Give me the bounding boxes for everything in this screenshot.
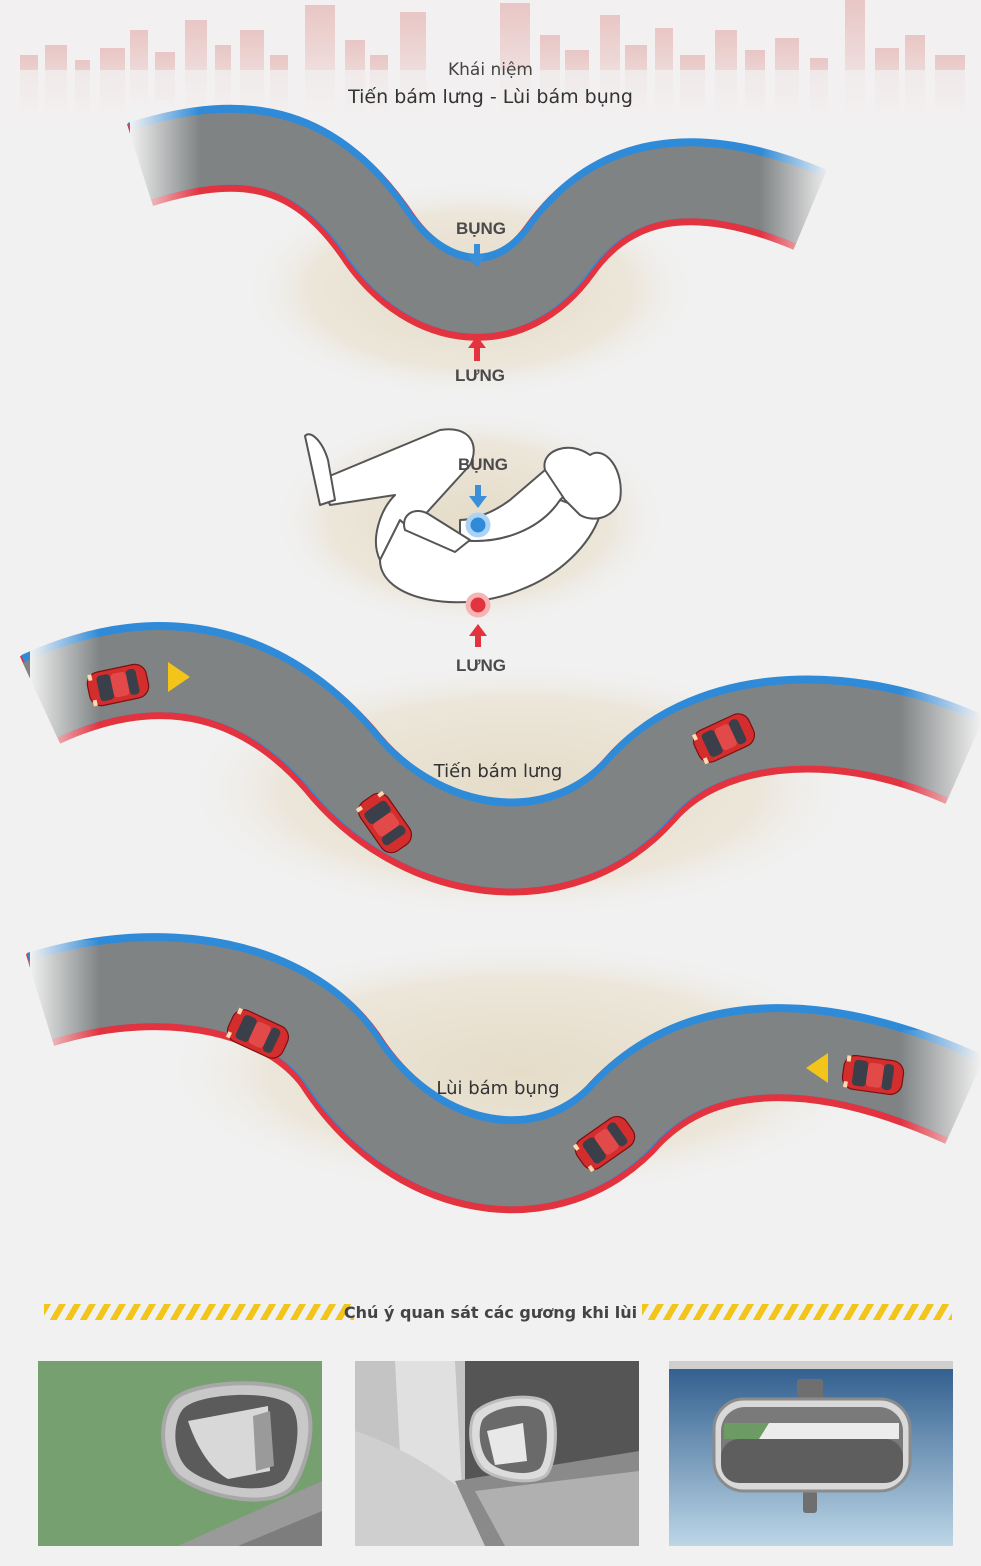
belly-dot-icon <box>465 512 491 538</box>
direction-arrow-reverse <box>806 1053 828 1083</box>
mirrors-heading: Chú ý quan sát các gương khi lùi <box>343 1303 638 1322</box>
reverse-caption: Lùi bám bụng <box>436 1078 560 1099</box>
side-mirror-right-icon <box>355 1361 639 1546</box>
back-arrow <box>468 336 486 361</box>
direction-arrow-forward <box>168 662 190 692</box>
page-title: Tiến bám lưng - Lùi bám bụng <box>348 86 633 108</box>
road-belly-label: BỤNG <box>455 219 507 238</box>
warning-stripe-left <box>44 1304 354 1320</box>
person-back-label: LƯNG <box>456 656 506 675</box>
forward-caption: Tiến bám lưng <box>433 761 563 782</box>
rear-view-mirror-icon <box>669 1361 953 1513</box>
belly-arrow <box>468 244 486 268</box>
side-mirror-left-icon <box>161 1381 322 1546</box>
road-diagrams <box>19 100 981 1214</box>
person-back-arrow <box>469 624 487 647</box>
rear-view-mirror-panel <box>669 1361 953 1546</box>
back-dot-icon <box>465 592 491 618</box>
person-belly-label: BỤNG <box>457 455 509 474</box>
road-back-label: LƯNG <box>455 366 505 385</box>
person-belly-arrow <box>469 485 487 508</box>
warning-stripe-right <box>642 1304 952 1320</box>
right-side-mirror-panel <box>355 1361 639 1546</box>
left-side-mirror-panel <box>38 1361 322 1546</box>
concept-label: Khái niệm <box>448 60 533 80</box>
